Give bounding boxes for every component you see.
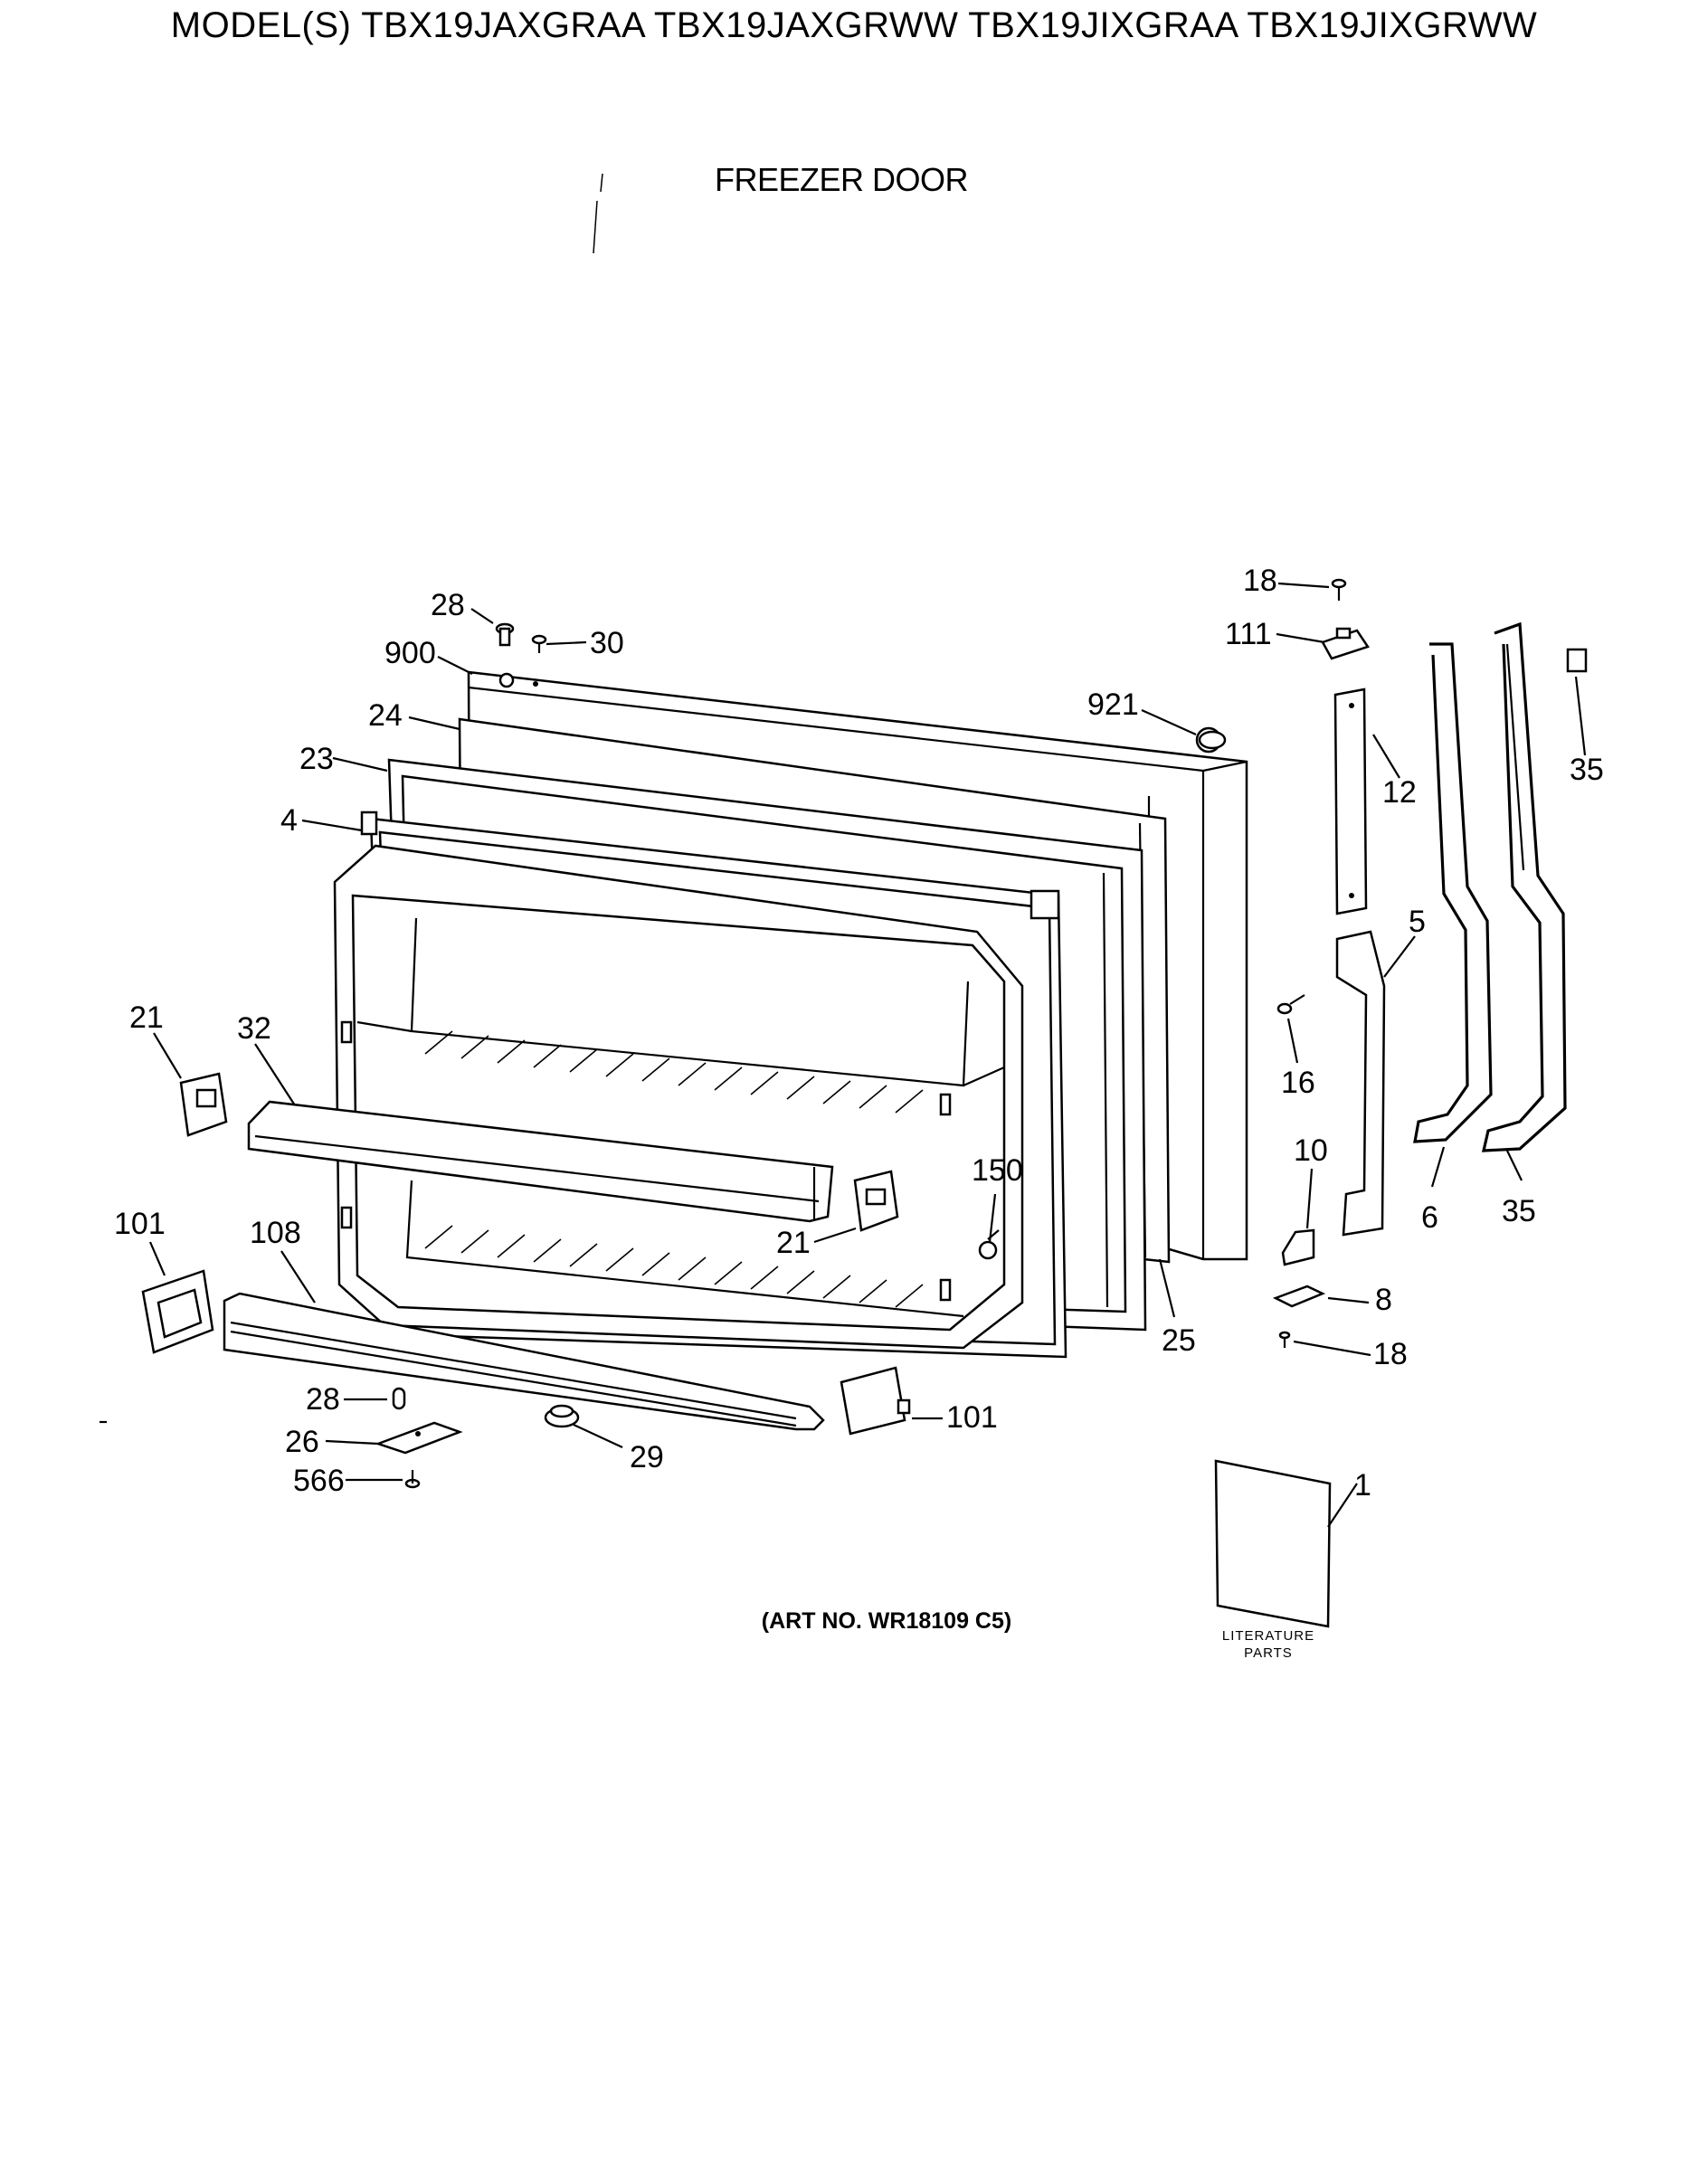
part-21-bracket-right [853, 1170, 899, 1232]
callout-900: 900 [384, 636, 436, 670]
callout-111: 111 [1225, 617, 1272, 651]
callout-566: 566 [293, 1464, 345, 1498]
part-30-screw [531, 634, 547, 653]
part-21-bracket-left [179, 1072, 228, 1137]
model-numbers-header: MODEL(S) TBX19JAXGRAA TBX19JAXGRWW TBX19… [170, 5, 1538, 45]
part-10-cover [1281, 1228, 1315, 1266]
door-inner-bin [333, 844, 1024, 1350]
callout-5: 5 [1409, 905, 1426, 939]
callout-29: 29 [630, 1440, 664, 1474]
part-28-pin [392, 1387, 406, 1410]
part-28-screw-top [495, 622, 515, 647]
callout-30: 30 [590, 626, 624, 660]
callout-108: 108 [250, 1216, 301, 1250]
part-111-bracket [1321, 627, 1370, 660]
callout-101: 101 [946, 1400, 998, 1435]
door-shelf-bar-32 [247, 1100, 834, 1223]
callout-150: 150 [972, 1153, 1023, 1188]
part-921-plug [1198, 730, 1227, 750]
callout-35: 35 [1502, 1194, 1536, 1228]
bin-floor-ribs [424, 1030, 924, 1308]
callout-25: 25 [1162, 1323, 1196, 1358]
callout-10: 10 [1294, 1133, 1328, 1168]
part-150-screw [978, 1229, 1000, 1260]
part-35-handle [1481, 621, 1567, 1152]
callout-32: 32 [237, 1011, 271, 1046]
callout-18: 18 [1243, 564, 1277, 598]
part-6-handle-bar [1413, 642, 1493, 1143]
part-26-plate [375, 1421, 463, 1455]
literature-label-line1: LITERATURE [1222, 1628, 1314, 1644]
door-bottom-bar-108 [223, 1292, 825, 1431]
art-number: (ART NO. WR18109 C5) [761, 1608, 1012, 1634]
callout-35: 35 [1570, 753, 1604, 787]
part-8-hinge [1272, 1285, 1326, 1308]
callout-28: 28 [306, 1382, 340, 1417]
part-5-bracket [1335, 930, 1386, 1237]
literature-parts-label: LITERATURE PARTS [1222, 1628, 1314, 1661]
callout-23: 23 [299, 742, 334, 776]
callout-21: 21 [776, 1226, 811, 1260]
section-title: FREEZER DOOR [714, 161, 969, 198]
part-18-screw-top [1331, 578, 1347, 601]
callout-101: 101 [114, 1207, 166, 1241]
callout-18: 18 [1373, 1337, 1408, 1371]
part-12-hinge-plate [1333, 687, 1368, 915]
callout-26: 26 [285, 1425, 319, 1459]
leader-lines [148, 582, 1587, 1528]
callout-6: 6 [1421, 1200, 1438, 1235]
part-1-literature [1214, 1459, 1332, 1628]
part-18-screw-bottom [1278, 1331, 1291, 1348]
callout-labels: 28 30 900 24 23 4 21 32 101 108 28 26 56… [114, 564, 1604, 1503]
callout-4: 4 [280, 803, 298, 838]
callout-8: 8 [1375, 1283, 1392, 1317]
part-101-endcap-right [840, 1366, 911, 1436]
callout-921: 921 [1087, 687, 1139, 722]
callout-28: 28 [431, 588, 465, 622]
callout-24: 24 [368, 698, 403, 733]
callout-21: 21 [129, 1000, 164, 1035]
literature-label-line2: PARTS [1244, 1645, 1293, 1661]
part-16-screw [1276, 994, 1305, 1015]
callout-12: 12 [1382, 775, 1417, 810]
callout-1: 1 [1354, 1468, 1371, 1503]
callout-16: 16 [1281, 1066, 1315, 1100]
part-566-screw [404, 1470, 421, 1489]
part-29-button [544, 1404, 580, 1428]
part-101-endcap-left [141, 1269, 214, 1354]
scan-marks [100, 173, 603, 1424]
part-35-cap [1566, 648, 1588, 673]
